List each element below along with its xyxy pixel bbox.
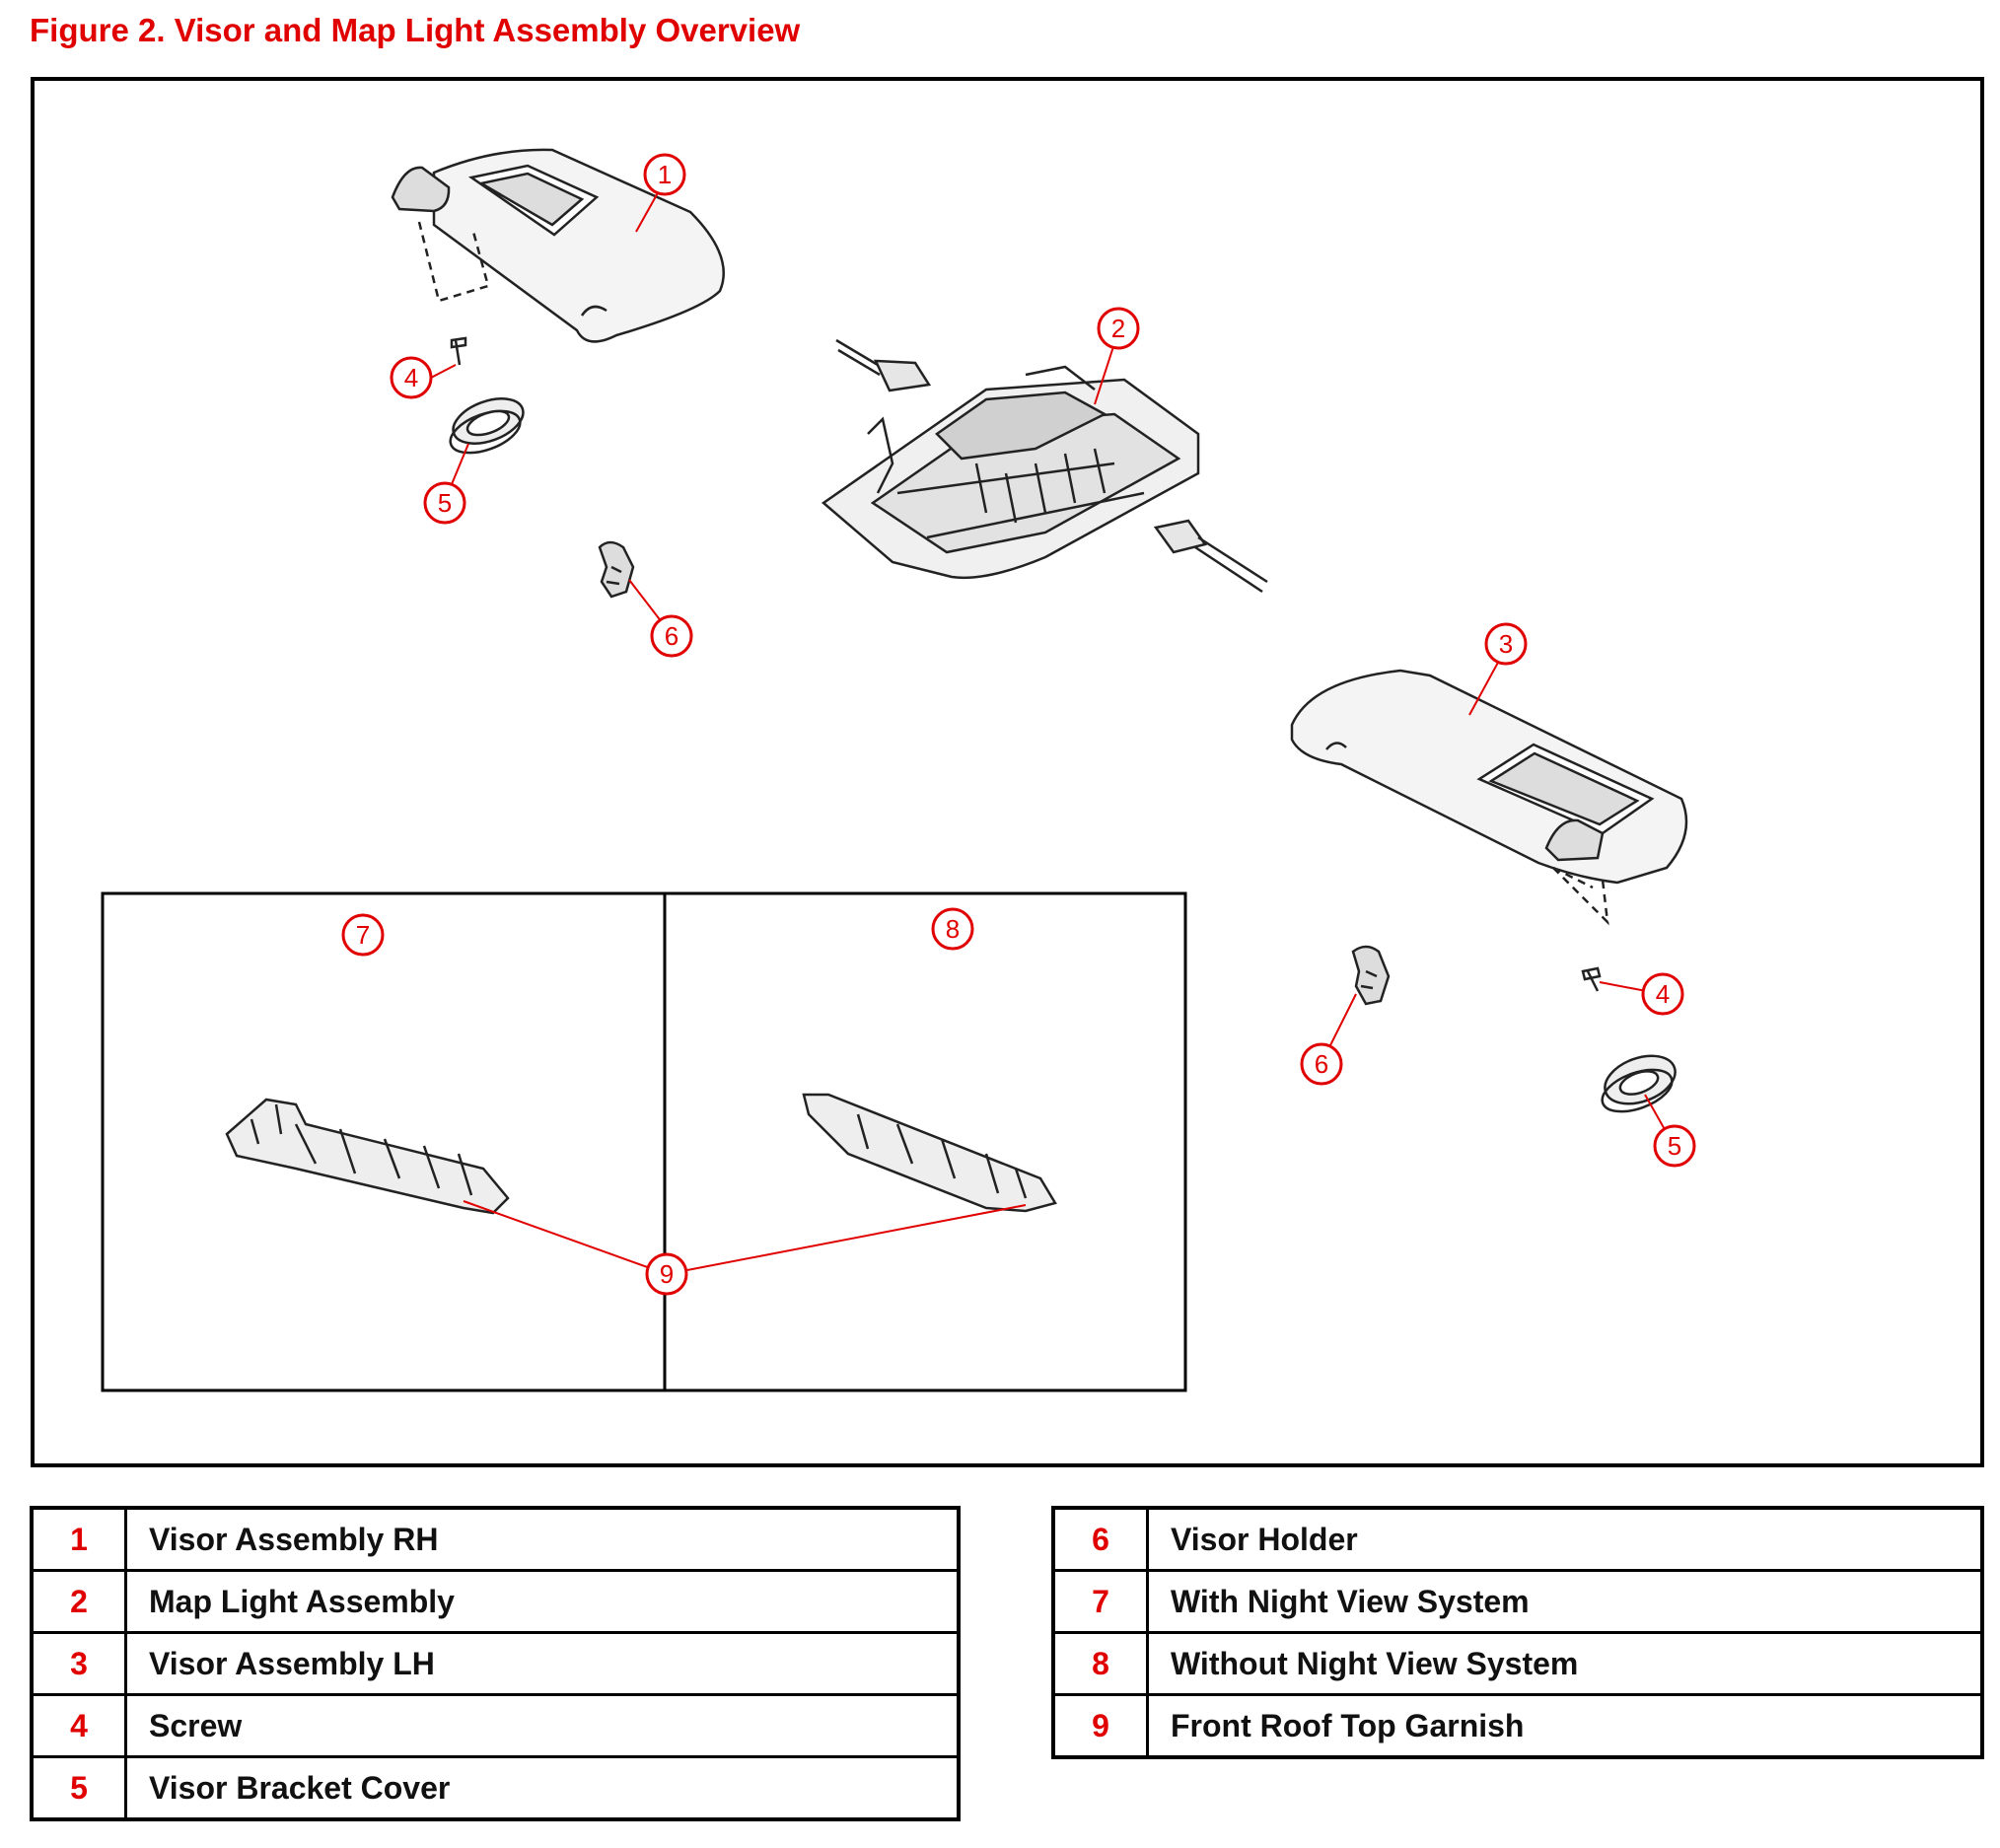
callout-9: 9 <box>645 1252 688 1296</box>
legend-label: Visor Bracket Cover <box>124 1755 961 1821</box>
legend-row: 2 Map Light Assembly <box>30 1569 961 1634</box>
callout-2-label: 2 <box>1111 314 1125 343</box>
legend-label: Visor Holder <box>1146 1506 1984 1572</box>
callout-4-left: 4 <box>390 356 433 399</box>
legend-number: 7 <box>1051 1569 1149 1634</box>
legend-number: 4 <box>30 1693 127 1758</box>
diagram-frame <box>31 77 1984 1467</box>
bracket-cover-drawing-left <box>449 397 525 455</box>
callout-8: 8 <box>931 907 974 951</box>
callout-6-right-label: 6 <box>1315 1049 1328 1079</box>
legend-label: Screw <box>124 1693 961 1758</box>
legend-label: Visor Assembly LH <box>124 1631 961 1696</box>
legend-label: Map Light Assembly <box>124 1569 961 1634</box>
legend-row: 6 Visor Holder <box>1051 1506 1984 1572</box>
callout-3: 3 <box>1484 622 1528 666</box>
callout-6-left: 6 <box>650 614 693 658</box>
legend-number: 3 <box>30 1631 127 1696</box>
legend-number: 1 <box>30 1506 127 1572</box>
legend-number: 8 <box>1051 1631 1149 1696</box>
visor-lh-drawing <box>1290 669 1688 992</box>
callout-1: 1 <box>643 153 686 196</box>
legend-label: Without Night View System <box>1146 1631 1984 1696</box>
legend-row: 7 With Night View System <box>1051 1569 1984 1634</box>
garnish-without-night-view-drawing <box>802 1093 1057 1213</box>
callout-7: 7 <box>341 913 385 957</box>
callout-4-left-label: 4 <box>404 363 418 392</box>
legend-row: 8 Without Night View System <box>1051 1631 1984 1696</box>
legend-label: Front Roof Top Garnish <box>1146 1693 1984 1759</box>
callout-6-right: 6 <box>1300 1042 1343 1086</box>
visor-holder-drawing-right <box>1351 945 1391 1006</box>
legend-table-left: 1 Visor Assembly RH 2 Map Light Assembly… <box>30 1506 961 1821</box>
legend-row: 3 Visor Assembly LH <box>30 1631 961 1696</box>
figure-title: Figure 2. Visor and Map Light Assembly O… <box>30 12 801 48</box>
legend-table-right: 6 Visor Holder 7 With Night View System … <box>1051 1506 1984 1759</box>
legend-label: Visor Assembly RH <box>124 1506 961 1572</box>
callout-4-right-label: 4 <box>1656 979 1670 1009</box>
callout-5-left-label: 5 <box>438 488 452 518</box>
callout-4-right: 4 <box>1641 972 1684 1016</box>
legend-number: 9 <box>1051 1693 1149 1759</box>
callout-9-label: 9 <box>660 1259 674 1289</box>
legend-row: 5 Visor Bracket Cover <box>30 1755 961 1821</box>
callout-5-left: 5 <box>423 481 466 525</box>
visor-rh-drawing <box>391 148 725 366</box>
callout-1-label: 1 <box>658 160 672 189</box>
visor-holder-drawing-left <box>598 540 635 599</box>
callout-6-left-label: 6 <box>665 621 679 651</box>
legend-row: 9 Front Roof Top Garnish <box>1051 1693 1984 1759</box>
legend-number: 2 <box>30 1569 127 1634</box>
bracket-cover-drawing-right <box>1601 1054 1677 1113</box>
callout-5-right: 5 <box>1653 1124 1696 1168</box>
garnish-with-night-view-drawing <box>225 1098 510 1215</box>
callout-2: 2 <box>1097 307 1140 350</box>
assembly-diagram: 1 2 3 4 4 5 5 6 <box>31 77 1984 1467</box>
callout-8-label: 8 <box>946 914 960 944</box>
legend-number: 6 <box>1051 1506 1149 1572</box>
legend-label: With Night View System <box>1146 1569 1984 1634</box>
callout-3-label: 3 <box>1499 629 1513 659</box>
callout-5-right-label: 5 <box>1668 1131 1681 1161</box>
legend-number: 5 <box>30 1755 127 1821</box>
callout-7-label: 7 <box>356 920 370 950</box>
legend-row: 4 Screw <box>30 1693 961 1758</box>
legend-row: 1 Visor Assembly RH <box>30 1506 961 1572</box>
map-light-drawing <box>821 338 1268 594</box>
